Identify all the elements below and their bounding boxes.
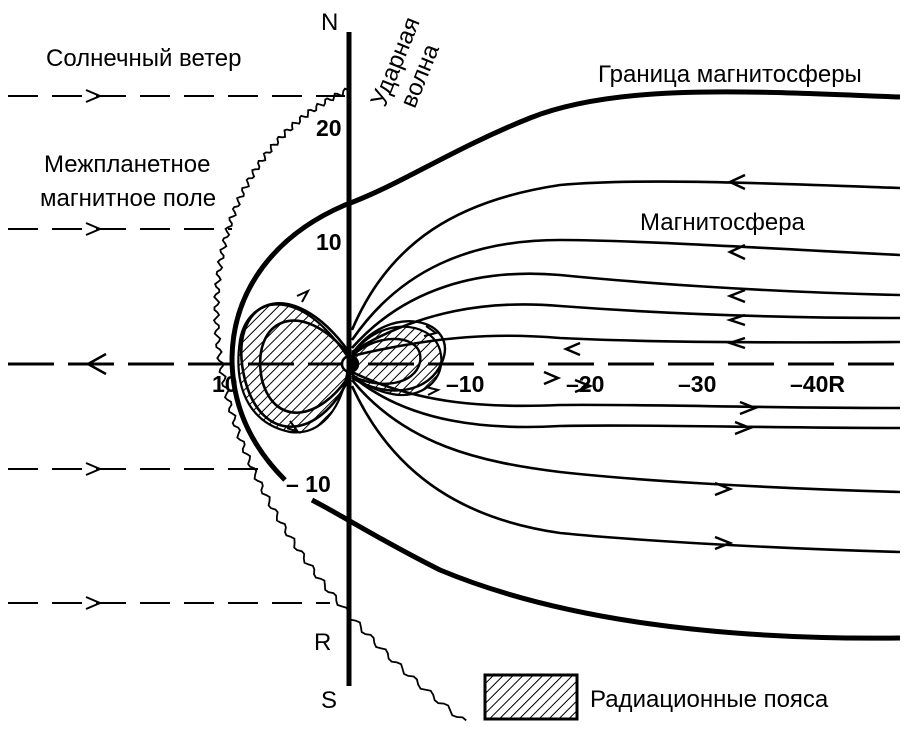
bow-shock	[212, 87, 467, 722]
tick-y-neg-10: – 10	[286, 471, 331, 497]
legend-label: Радиационные пояса	[590, 686, 829, 713]
tick-y-10: 10	[316, 229, 342, 255]
tick-x-neg-10: –10	[446, 371, 484, 397]
dayside-belt	[237, 303, 349, 434]
tick-x-neg-20: –20	[566, 371, 604, 397]
legend: Радиационные пояса	[483, 673, 829, 721]
north-label: N	[321, 9, 338, 36]
legend-swatch	[483, 673, 579, 721]
nightside-loops	[351, 320, 446, 392]
radiation-belts	[237, 303, 443, 434]
loop-arrows	[286, 288, 441, 435]
magnetopause	[229, 89, 901, 641]
tick-x-10: 10	[212, 371, 238, 397]
imf-label-line2: магнитное поле	[40, 185, 216, 212]
shock-label: Ударная волна	[366, 13, 446, 111]
solar-wind-lines	[8, 95, 345, 604]
solar-wind-arrowheads	[85, 89, 103, 610]
r-label: R	[314, 629, 331, 656]
solar-wind-label: Солнечный ветер	[46, 45, 242, 72]
horizontal-axis	[8, 352, 905, 376]
tick-y-20: 20	[316, 115, 342, 141]
south-label: S	[321, 687, 337, 714]
field-lines	[350, 180, 901, 554]
earth-night-side	[350, 356, 358, 372]
tick-x-neg-40: –40R	[790, 371, 845, 397]
magnetopause-label: Граница магнитосферы	[598, 61, 862, 88]
imf-label-line1: Межпланетное	[44, 151, 211, 178]
magnetosphere-label: Магнитосфера	[640, 209, 806, 236]
field-line-arrows	[543, 173, 759, 551]
tick-x-neg-30: –30	[678, 371, 716, 397]
